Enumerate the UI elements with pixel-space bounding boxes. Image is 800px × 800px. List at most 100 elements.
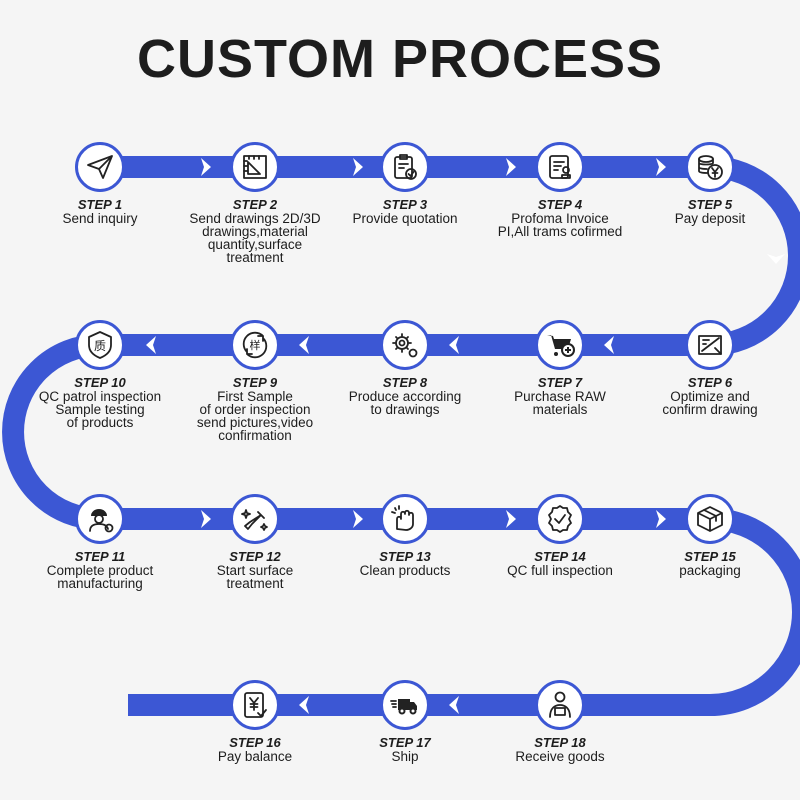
- step-description: Purchase RAW materials: [514, 389, 606, 417]
- step-description: Start surface treatment: [216, 563, 294, 591]
- cleaning-hand-icon: [388, 502, 422, 536]
- coins-yen-icon: [693, 150, 727, 184]
- step-10-circle: 质: [75, 320, 125, 370]
- svg-text:样: 样: [250, 338, 261, 352]
- step-11-circle: [75, 494, 125, 544]
- step-label: STEP 10: [74, 375, 126, 390]
- step-3-circle: [380, 142, 430, 192]
- step-label: STEP 6: [687, 375, 733, 390]
- track-arrow-icon: [201, 158, 211, 176]
- step-label: STEP 15: [684, 549, 736, 564]
- track-arrow-icon: [767, 254, 785, 264]
- track-arrow-icon: [506, 158, 516, 176]
- step-5-circle: [685, 142, 735, 192]
- track-arrow-icon: [449, 696, 459, 714]
- step-label: STEP 5: [687, 197, 733, 212]
- step-description: Profoma Invoice PI,All trams cofirmed: [497, 211, 623, 239]
- step-18-circle: [535, 680, 585, 730]
- step-16-circle: [230, 680, 280, 730]
- sample-cycle-icon: 样: [238, 328, 272, 362]
- track-arrow-icon: [449, 336, 459, 354]
- quality-badge-icon: [543, 502, 577, 536]
- payment-yen-icon: [238, 688, 272, 722]
- shopping-cart-plus-icon: [543, 328, 577, 362]
- step-label: STEP 1: [77, 197, 123, 212]
- step-label: STEP 11: [74, 549, 126, 564]
- step-description: Ship: [391, 749, 419, 764]
- track-arrow-icon: [201, 510, 211, 528]
- step-12-circle: [230, 494, 280, 544]
- step-description: Clean products: [359, 563, 451, 578]
- step-4-circle: [535, 142, 585, 192]
- drafting-pen-icon: [693, 328, 727, 362]
- step-label: STEP 18: [534, 735, 586, 750]
- step-label: STEP 9: [232, 375, 278, 390]
- step-8-circle: [380, 320, 430, 370]
- track-arrow-icon: [299, 336, 309, 354]
- drawing-ruler-icon: [238, 150, 272, 184]
- step-label: STEP 3: [382, 197, 428, 212]
- worker-gear-icon: [83, 502, 117, 536]
- step-label: STEP 4: [537, 197, 583, 212]
- track-arrow-icon: [146, 336, 156, 354]
- step-15-circle: [685, 494, 735, 544]
- step-label: STEP 14: [534, 549, 586, 564]
- step-9-circle: 样: [230, 320, 280, 370]
- step-description: Receive goods: [515, 749, 605, 764]
- page-title: CUSTOM PROCESS: [136, 29, 664, 89]
- step-6-circle: [685, 320, 735, 370]
- step-label: STEP 8: [382, 375, 428, 390]
- gears-icon: [388, 328, 422, 362]
- step-description: Send drawings 2D/3D drawings,material qu…: [189, 211, 321, 265]
- step-7-circle: [535, 320, 585, 370]
- step-description: Send inquiry: [62, 211, 138, 226]
- paper-plane-icon: [83, 150, 117, 184]
- track-arrow-icon: [353, 158, 363, 176]
- step-label: STEP 13: [379, 549, 431, 564]
- step-description: Optimize and confirm drawing: [662, 389, 758, 417]
- step-label: STEP 16: [229, 735, 281, 750]
- delivery-truck-icon: [388, 688, 422, 722]
- invoice-stamp-icon: [543, 150, 577, 184]
- quality-shield-icon: 质: [83, 328, 117, 362]
- step-1-circle: [75, 142, 125, 192]
- track-arrow-icon: [604, 336, 614, 354]
- step-description: Complete product manufacturing: [46, 563, 154, 591]
- step-label: STEP 7: [537, 375, 583, 390]
- step-description: First Sample of order inspection send pi…: [196, 389, 314, 443]
- track-arrow-icon: [656, 158, 666, 176]
- step-description: QC patrol inspection Sample testing of p…: [38, 389, 162, 430]
- track-arrow-icon: [656, 510, 666, 528]
- package-box-icon: [693, 502, 727, 536]
- step-13-circle: [380, 494, 430, 544]
- step-description: Provide quotation: [352, 211, 458, 226]
- spray-sparkle-icon: [238, 502, 272, 536]
- step-description: QC full inspection: [507, 563, 613, 578]
- delivery-person-icon: [543, 688, 577, 722]
- step-description: Pay deposit: [674, 211, 746, 226]
- step-2-circle: [230, 142, 280, 192]
- step-description: Produce according to drawings: [348, 389, 462, 417]
- track-arrow-icon: [353, 510, 363, 528]
- track-arrow-icon: [506, 510, 516, 528]
- track-arrow-icon: [299, 696, 309, 714]
